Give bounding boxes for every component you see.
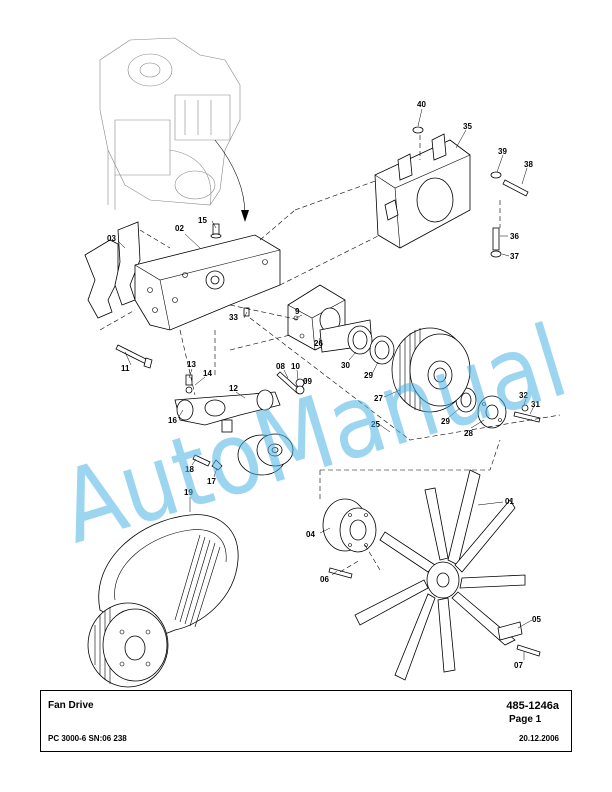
callout-37: 37 [510,252,519,261]
shroud-bracket-35 [374,133,471,249]
callout-leaders [117,108,535,660]
document-date: 20.12.2006 [518,734,559,743]
hub-28 [477,395,507,429]
bracket-03 [84,221,141,319]
callout-9: 9 [295,307,300,316]
callout-labels: 01 02 03 04 05 06 07 08 09 9 10 11 12 13… [107,100,541,670]
callout-01: 01 [505,497,514,506]
callout-15: 15 [198,216,207,225]
fan-spacer-04 [322,498,377,553]
callout-12: 12 [229,384,238,393]
callout-19: 19 [184,488,193,497]
drawing-title: Fan Drive [48,700,94,711]
drive-pulley-27 [391,327,471,413]
callout-35: 35 [463,122,472,131]
callout-04: 04 [306,530,315,539]
bolts-08-10-09 [243,307,305,395]
bolts-31-32 [513,404,541,423]
callout-25: 25 [371,420,380,429]
callout-38: 38 [524,160,533,169]
callout-39: 39 [498,147,507,156]
bracket-05 [497,621,541,657]
callout-06: 06 [320,575,329,584]
document-number: 485-1246a [506,700,559,712]
callout-18: 18 [185,465,194,474]
callout-28: 28 [464,429,473,438]
grease-fitting-15 [210,223,222,239]
callout-30: 30 [341,361,350,370]
callout-31: 31 [531,400,540,409]
callout-40: 40 [417,100,426,109]
mounting-bracket-02 [134,234,281,331]
page-number: Page 1 [509,714,542,725]
callout-13: 13 [187,360,196,369]
callout-08: 08 [276,362,285,371]
assembly-arrow [214,139,249,222]
callout-02: 02 [175,224,184,233]
machine-model: PC 3000-6 SN:06 238 [48,734,127,743]
bolt-11 [115,344,153,369]
callout-26: 26 [314,339,323,348]
callout-11: 11 [121,364,130,373]
callout-29-left: 29 [364,371,373,380]
callout-10: 10 [291,362,300,371]
callout-17: 17 [207,477,216,486]
bolt-06 [328,567,353,579]
callout-27: 27 [374,394,383,403]
callout-14: 14 [203,369,212,378]
callout-09: 09 [303,377,312,386]
callout-16: 16 [168,416,177,425]
callout-36: 36 [510,232,519,241]
callout-03: 03 [107,234,116,243]
callout-33: 33 [229,313,238,322]
assembly-dashed-lines [99,135,561,573]
engine-block-illustration [99,37,241,210]
title-block: Fan Drive 485-1246a Page 1 PC 3000-6 SN:… [40,690,572,752]
callout-07: 07 [514,661,523,670]
callout-29-right: 29 [441,417,450,426]
fan-01 [354,469,526,681]
tensioner-assembly [174,374,281,471]
idler-pulley [237,433,294,476]
callout-05: 05 [532,615,541,624]
crank-pulley [87,602,169,688]
shroud-fasteners [412,126,529,258]
callout-32: 32 [519,391,528,400]
